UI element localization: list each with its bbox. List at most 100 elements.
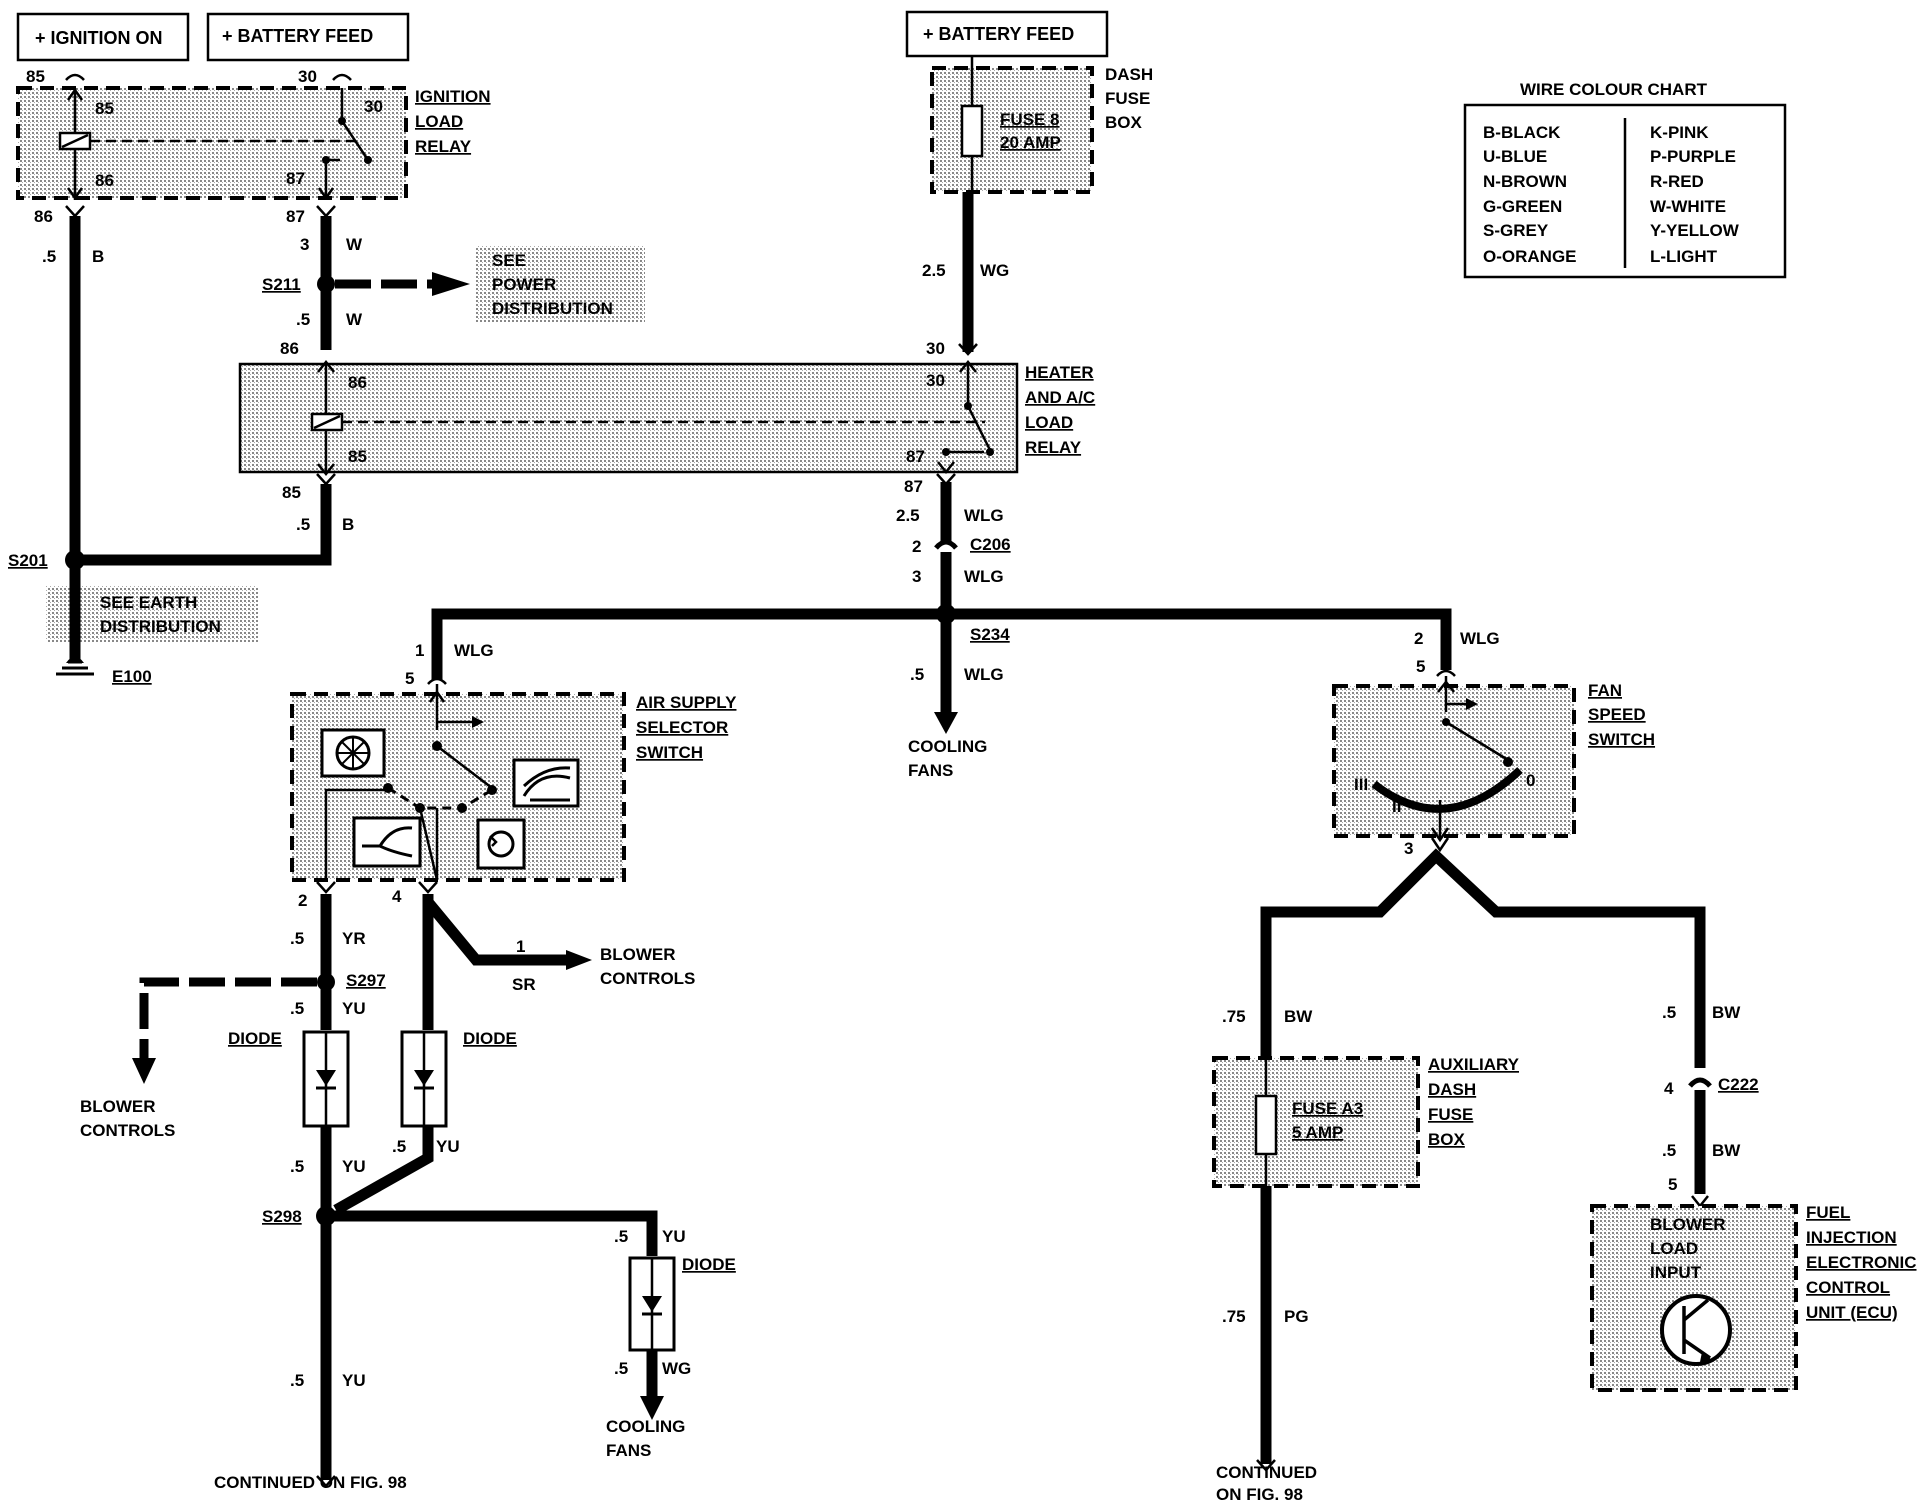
wire-chart-left-6: O-ORANGE: [1483, 247, 1577, 266]
wire-yu-colour-5: YU: [342, 1371, 366, 1390]
blower-controls-1a: BLOWER: [80, 1097, 156, 1116]
wire-yu-size-2: .5: [290, 1157, 304, 1176]
wire-wg-colour-2: WG: [662, 1359, 691, 1378]
wire-yu-size-4: .5: [614, 1227, 628, 1246]
wire-wlg-colour-3: WLG: [964, 665, 1004, 684]
pin-87-bottom: 87: [286, 207, 305, 226]
blower-controls-1b: CONTROLS: [80, 1121, 175, 1140]
earth-e100: SEE EARTH DISTRIBUTION E100: [46, 580, 258, 686]
heater-relay-name-1: HEATER: [1025, 363, 1094, 382]
battery-feed-box-1: + BATTERY FEED: [206, 12, 410, 62]
wire-aux-fuse-out: .75 PG CONTINUED ON FIG. 98: [1216, 1186, 1317, 1504]
wire-bw-colour-2: BW: [1712, 1003, 1741, 1022]
wire-b-size: .5: [42, 247, 56, 266]
battery-feed-label-1: + BATTERY FEED: [222, 26, 373, 46]
transistor-icon: [1660, 1294, 1732, 1366]
cooling-fans-2b: FANS: [606, 1441, 651, 1460]
sr-pin-1: 1: [516, 937, 525, 956]
splice-s297: S297 BLOWER CONTROLS .5 YU: [80, 971, 386, 1140]
heater-pin-86-inner: 86: [348, 373, 367, 392]
diode-1-label: DIODE: [228, 1029, 282, 1048]
ecu-name-3: ELECTRONIC: [1806, 1253, 1917, 1272]
battery-feed-box-2: + BATTERY FEED: [905, 10, 1109, 58]
ecu-name-4: CONTROL: [1806, 1278, 1890, 1297]
sr-colour: SR: [512, 975, 536, 994]
diode-2-label: DIODE: [463, 1029, 517, 1048]
ecu-inside-3: INPUT: [1650, 1263, 1702, 1282]
pin-85-top: 85: [26, 67, 45, 86]
wire-chart-right-5: Y-YELLOW: [1650, 221, 1740, 240]
aux-fuse-name-3: FUSE: [1428, 1105, 1473, 1124]
wire-wlg-pin-3: 3: [912, 567, 921, 586]
wire-bw-colour-1: BW: [1284, 1007, 1313, 1026]
wire-chart-left-2: U-BLUE: [1483, 147, 1547, 166]
wire-chart-left-3: N-BROWN: [1483, 172, 1567, 191]
pin-86-bottom: 86: [34, 207, 53, 226]
wire-b-colour-2: B: [342, 515, 354, 534]
wire-yu-size-3: .5: [392, 1137, 406, 1156]
wire-w-colour: W: [346, 235, 363, 254]
heater-pin-30-inner: 30: [926, 371, 945, 390]
fan-switch-output-wires: .75 BW .5 BW: [1222, 837, 1741, 1068]
heater-relay-name-4: RELAY: [1025, 438, 1082, 457]
wire-relay-to-s234: 2.5 WLG 2 C206 3 WLG: [896, 473, 1011, 610]
diode-3: DIODE .5 WG COOLING FANS: [606, 1255, 736, 1460]
wire-wlg-colour: WLG: [964, 506, 1004, 525]
air-supply-selector-switch: AIR SUPPLY SELECTOR SWITCH 2 4: [290, 677, 737, 910]
fuse-a3-label: FUSE A3: [1292, 1099, 1363, 1118]
wire-wlg-colour-2: WLG: [964, 567, 1004, 586]
wire-w-size-2: .5: [296, 310, 310, 329]
wire-w-colour-2: W: [346, 310, 363, 329]
air-switch-name-1: AIR SUPPLY: [636, 693, 737, 712]
asw-pin-1: 1: [415, 641, 424, 660]
wire-chart-left-4: G-GREEN: [1483, 197, 1562, 216]
wire-b-size-2: .5: [296, 515, 310, 534]
wire-wlg-size: 2.5: [896, 506, 920, 525]
fan-switch-name-3: SWITCH: [1588, 730, 1655, 749]
wire-bw-colour-3: BW: [1712, 1141, 1741, 1160]
dash-fuse-box: FUSE 8 20 AMP DASH FUSE BOX: [930, 56, 1153, 194]
diode-3-label: DIODE: [682, 1255, 736, 1274]
s234-label: S234: [970, 625, 1010, 644]
auxiliary-dash-fuse-box: FUSE A3 5 AMP AUXILIARY DASH FUSE BOX: [1212, 1055, 1520, 1188]
dash-fuse-name-2: FUSE: [1105, 89, 1150, 108]
heater-relay-name-2: AND A/C: [1025, 388, 1095, 407]
wire-yu-colour-3: YU: [436, 1137, 460, 1156]
fan-pos-0: 0: [1526, 771, 1535, 790]
ignition-on-feed: + IGNITION ON: [16, 12, 190, 62]
fuse-8-label: FUSE 8: [1000, 110, 1060, 129]
blower-controls-2a: BLOWER: [600, 945, 676, 964]
asw-pin-4: 4: [392, 887, 402, 906]
face-vent-icon: [352, 816, 422, 868]
c206-pin-2: 2: [912, 537, 921, 556]
battery-feed-label-2: + BATTERY FEED: [923, 24, 1074, 44]
c222-pin-4: 4: [1664, 1079, 1674, 1098]
s211-label: S211: [262, 275, 301, 294]
pin-30-inner: 30: [364, 97, 383, 116]
wire-yu-size-5: .5: [290, 1371, 304, 1390]
air-switch-name-3: SWITCH: [636, 743, 703, 762]
wire-relay-to-s201: S201 .5 B: [8, 473, 354, 570]
ignition-on-label: + IGNITION ON: [35, 28, 163, 48]
ecu-name-2: INJECTION: [1806, 1228, 1897, 1247]
cooling-fans-1a: COOLING: [908, 737, 987, 756]
wire-yr-size: .5: [290, 929, 304, 948]
wire-chart-right-2: P-PURPLE: [1650, 147, 1736, 166]
fuel-injection-ecu: BLOWER LOAD INPUT FUEL INJECTION ELECTRO…: [1590, 1203, 1917, 1392]
splice-s234: S234 .5 WLG COOLING FANS 1 WLG 5 2 WLG 5: [405, 604, 1500, 780]
fan-pin-3: 3: [1404, 839, 1413, 858]
wire-bw-size-3: .5: [1662, 1141, 1676, 1160]
fan-speed-switch: III II 0 FAN SPEED SWITCH 3: [1332, 669, 1655, 858]
asw-pin-2: 2: [298, 891, 307, 910]
splice-s298: S298 .5 YU .5 YU .5 YU .5 YU CONTINUED O…: [214, 1126, 686, 1492]
fan-wire-pin-2: 2: [1414, 629, 1423, 648]
wire-yu-colour-4: YU: [662, 1227, 686, 1246]
fuse-a3-rating: 5 AMP: [1292, 1123, 1343, 1142]
fan-pos-iii: III: [1354, 775, 1368, 794]
ecu-inside-1: BLOWER: [1650, 1215, 1726, 1234]
wire-wlg-size-2: .5: [910, 665, 924, 684]
heater-pin-85-inner: 85: [348, 447, 367, 466]
power-ref-1: SEE: [492, 251, 526, 270]
heater-pin-87-bottom: 87: [904, 477, 923, 496]
heater-ac-load-relay: 86 86 30 30 85 87 85 87 HEATER AND A/C L…: [238, 339, 1095, 502]
